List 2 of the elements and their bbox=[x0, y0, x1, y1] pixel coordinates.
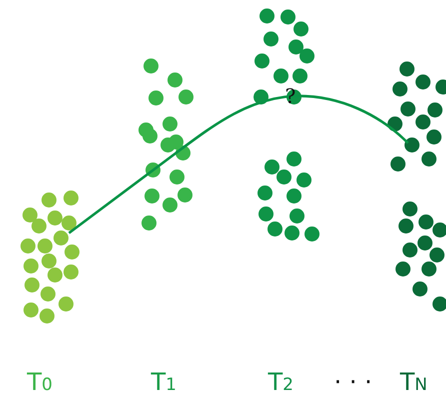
ellipsis: · · · bbox=[334, 370, 372, 394]
question-mark: ? bbox=[285, 86, 296, 106]
